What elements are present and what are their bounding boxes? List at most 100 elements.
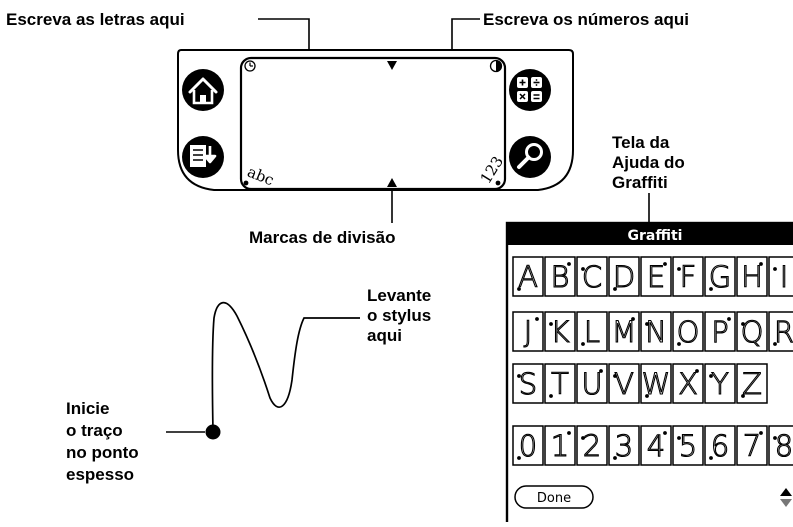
- glyph-label: Q: [741, 315, 764, 349]
- stroke-path: [211, 301, 360, 432]
- glyph-start-dot: [677, 342, 681, 346]
- glyph-start-dot: [677, 436, 681, 440]
- glyph-grid: ABCDEFGHIJKLMNOPQRSTUVWXYZ0123456789: [512, 256, 793, 466]
- glyph-label: 5: [679, 429, 697, 463]
- glyph-start-dot: [727, 317, 731, 321]
- glyph-start-dot: [773, 436, 777, 440]
- glyph-cell-x: X: [672, 363, 704, 404]
- glyph-cell-z: Z: [736, 363, 768, 404]
- glyph-start-dot: [677, 267, 681, 271]
- menu-button[interactable]: [182, 136, 224, 178]
- glyph-cell-t: T: [544, 363, 576, 404]
- glyph-cell-5: 5: [672, 425, 704, 466]
- glyph-start-dot: [645, 394, 649, 398]
- glyph-start-dot: [759, 262, 763, 266]
- callout-lift-stylus: Levante o stylus aqui: [367, 286, 431, 345]
- glyph-cell-f: F: [672, 256, 704, 297]
- glyph-start-dot: [613, 456, 617, 460]
- glyph-cell-u: U: [576, 363, 608, 404]
- glyph-start-dot: [613, 374, 617, 378]
- done-button[interactable]: Done: [514, 485, 594, 509]
- glyph-label: B: [551, 260, 570, 294]
- svg-text:Tela da: Tela da: [612, 133, 670, 152]
- glyph-cell-h: H: [736, 256, 768, 297]
- svg-text:no ponto: no ponto: [66, 443, 139, 462]
- glyph-start-dot: [599, 369, 603, 373]
- contrast-icon[interactable]: [489, 59, 503, 73]
- glyph-label: H: [741, 260, 763, 294]
- svg-text:espesso: espesso: [66, 465, 134, 484]
- home-icon: [188, 77, 218, 105]
- glyph-label: G: [709, 260, 731, 294]
- glyph-label: Z: [742, 367, 762, 401]
- glyph-cell-1: 1: [544, 425, 576, 466]
- glyph-cell-g: G: [704, 256, 736, 297]
- done-button-label: Done: [537, 491, 571, 506]
- glyph-cell-c: C: [576, 256, 608, 297]
- glyph-label: 0: [519, 429, 537, 463]
- writing-area[interactable]: [239, 56, 507, 191]
- glyph-cell-6: 6: [704, 425, 736, 466]
- glyph-label: E: [647, 260, 665, 294]
- glyph-start-dot: [709, 456, 713, 460]
- home-button[interactable]: [182, 69, 224, 111]
- glyph-start-dot: [535, 317, 539, 321]
- glyph-label: C: [582, 260, 602, 294]
- glyph-start-dot: [517, 287, 521, 291]
- glyph-label: R: [774, 315, 793, 349]
- glyph-label: T: [551, 367, 569, 401]
- glyph-start-dot: [663, 431, 667, 435]
- glyph-cell-3: 3: [608, 425, 640, 466]
- glyph-start-dot: [709, 287, 713, 291]
- callout-start-stroke: Inicie o traço no ponto espesso: [66, 399, 139, 484]
- glyph-cell-j: J: [512, 311, 544, 352]
- glyph-cell-n: N: [640, 311, 672, 352]
- scroll-arrows-icon[interactable]: [780, 488, 792, 507]
- glyph-cell-k: K: [544, 311, 576, 352]
- menu-icon: [190, 145, 217, 167]
- glyph-cell-s: S: [512, 363, 544, 404]
- glyph-label: 8: [775, 429, 793, 463]
- glyph-cell-2: 2: [576, 425, 608, 466]
- glyph-label: L: [584, 315, 600, 349]
- glyph-start-dot: [741, 394, 745, 398]
- glyph-cell-l: L: [576, 311, 608, 352]
- glyph-cell-4: 4: [640, 425, 672, 466]
- glyph-label: F: [680, 260, 697, 294]
- device-silkscreen: abc 123: [177, 49, 574, 191]
- glyph-cell-8: 8: [768, 425, 793, 466]
- glyph-cell-d: D: [608, 256, 640, 297]
- clock-icon[interactable]: [244, 60, 256, 72]
- glyph-start-dot: [773, 267, 777, 271]
- glyph-label: 3: [615, 429, 633, 463]
- glyph-label: 7: [743, 429, 761, 463]
- glyph-start-dot: [567, 262, 571, 266]
- glyph-label: 2: [583, 429, 601, 463]
- glyph-label: O: [677, 315, 700, 349]
- svg-text:Ajuda do: Ajuda do: [612, 153, 685, 172]
- glyph-cell-o: O: [672, 311, 704, 352]
- glyph-label: V: [614, 367, 634, 401]
- glyph-cell-b: B: [544, 256, 576, 297]
- find-button[interactable]: [509, 136, 551, 178]
- calculator-icon: [517, 77, 542, 102]
- help-screen-titlebar: [507, 223, 793, 245]
- glyph-start-dot: [613, 287, 617, 291]
- glyph-label: N: [645, 315, 667, 349]
- glyph-start-dot: [663, 262, 667, 266]
- glyph-start-dot: [517, 456, 521, 460]
- glyph-label: A: [518, 260, 538, 294]
- callout-numbers-area: Escreva os números aqui: [483, 10, 689, 29]
- glyph-start-dot: [549, 394, 553, 398]
- callout-letters-area: Escreva as letras aqui: [6, 10, 185, 29]
- glyph-cell-q: Q: [736, 311, 768, 352]
- start-dot: [205, 424, 221, 440]
- calculator-button[interactable]: [509, 69, 551, 111]
- svg-text:aqui: aqui: [367, 326, 402, 345]
- glyph-start-dot: [549, 322, 553, 326]
- division-mark-bottom: [387, 178, 397, 187]
- glyph-cell-m: M: [608, 311, 640, 352]
